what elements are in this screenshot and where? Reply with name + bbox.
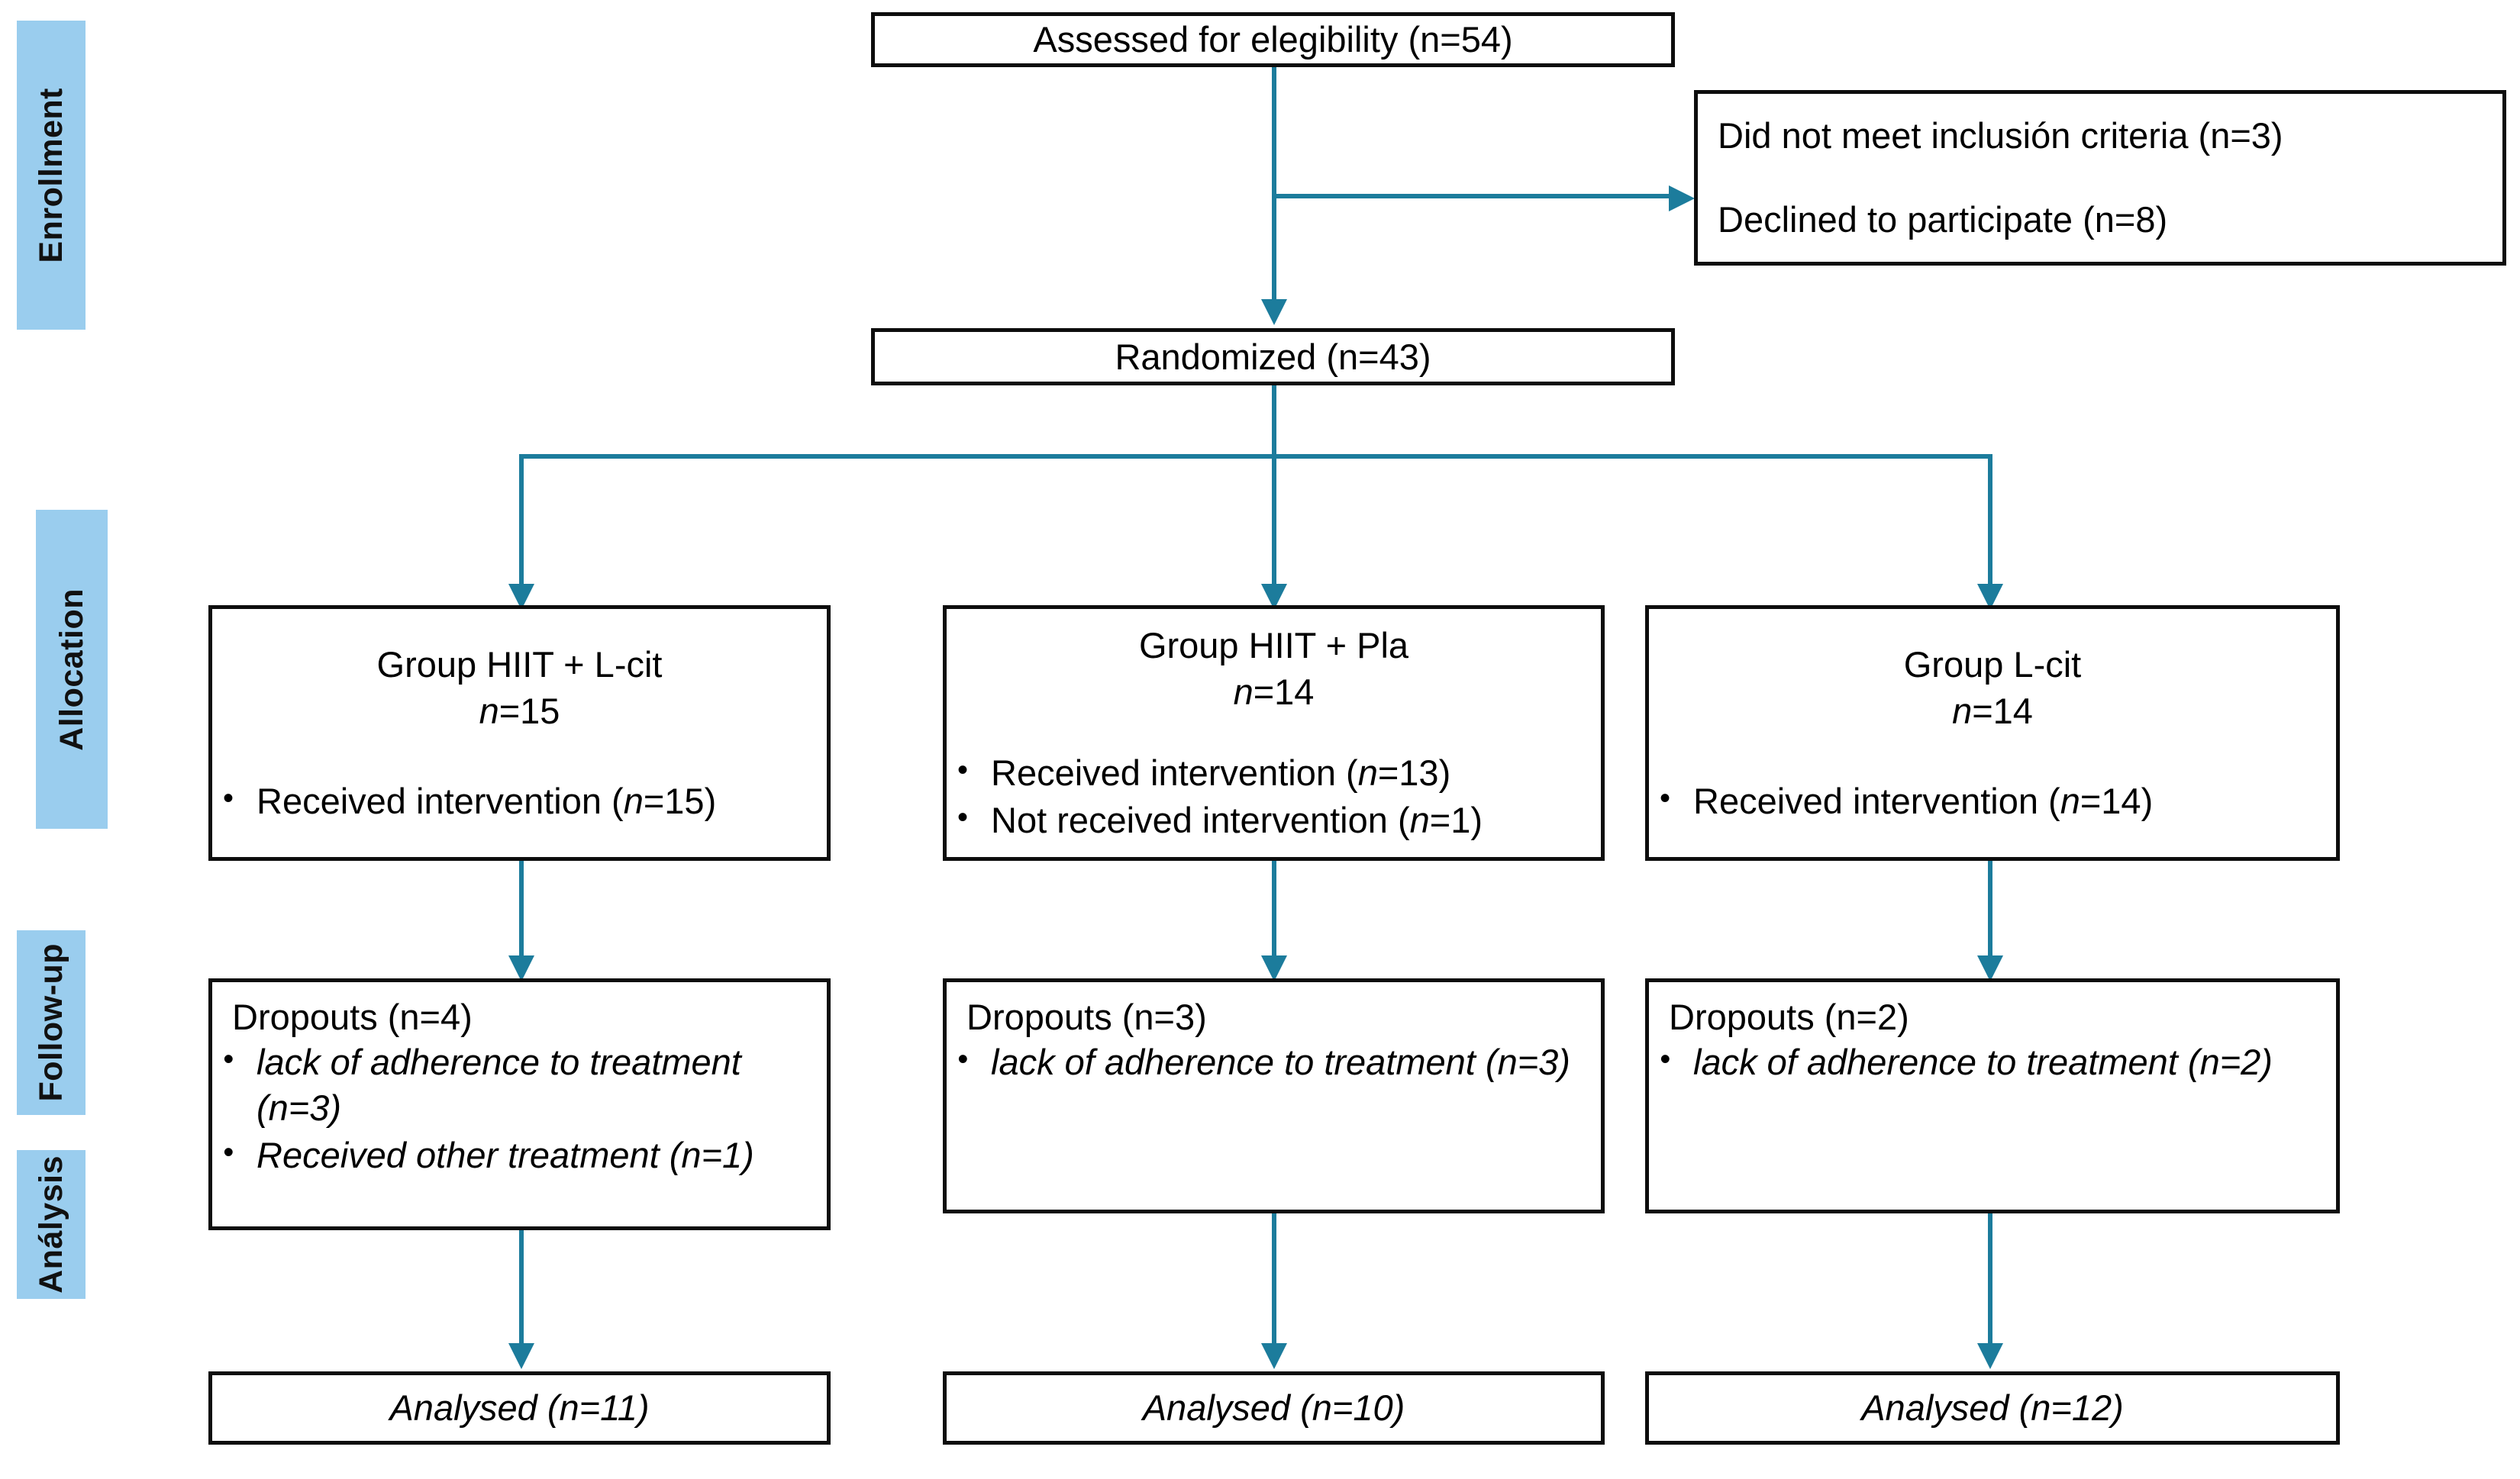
node-analysed-group-3[interactable]: Analysed (n=12) <box>1645 1371 2340 1445</box>
connector-dropouts1-to-analysed1 <box>519 1230 524 1348</box>
node-excluded[interactable]: Did not meet inclusión criteria (n=3) De… <box>1694 90 2506 266</box>
stage-band-enrollment: Enrollment <box>17 21 86 330</box>
connector-bus-to-group1 <box>519 454 524 591</box>
connector-randomized-down <box>1272 385 1276 614</box>
group-2-title: Group HIIT + Pla <box>1138 624 1409 665</box>
stage-band-allocation: Allocation <box>36 510 108 829</box>
connector-bus-to-group3 <box>1988 454 1992 591</box>
dropouts-3-bullet-1: lack of adherence to treatment (n=2) <box>1649 1038 2336 1085</box>
group-2-bullet-2: Not received intervention (n=1) <box>947 796 1601 843</box>
node-allocation-group-1[interactable]: Group HIIT + L-cit n=15 Received interve… <box>208 605 831 861</box>
assessed-text: Assessed for elegibility (n=54) <box>1033 19 1513 60</box>
connector-dropouts3-to-analysed3 <box>1988 1213 1992 1348</box>
connector-allocation-bus <box>519 454 1992 459</box>
dropouts-1-bullet-1: lack of adherence to treatment (n=3) <box>212 1038 827 1130</box>
stage-label-enrollment: Enrollment <box>32 87 69 263</box>
group-1-n: n=15 <box>479 690 560 731</box>
node-dropouts-group-3[interactable]: Dropouts (n=2) lack of adherence to trea… <box>1645 978 2340 1213</box>
analysed-3-text: Analysed (n=12) <box>1861 1387 2124 1429</box>
node-analysed-group-1[interactable]: Analysed (n=11) <box>208 1371 831 1445</box>
group-2-bullet-1: Received intervention (n=13) <box>947 749 1601 796</box>
node-assessed-for-eligibility[interactable]: Assessed for elegibility (n=54) <box>871 12 1675 67</box>
group-3-bullet-1: Received intervention (n=14) <box>1649 777 2336 824</box>
arrowhead-dropouts3 <box>1977 955 2003 981</box>
group-1-bullet-1: Received intervention (n=15) <box>212 777 827 824</box>
excluded-line-1: Did not meet inclusión criteria (n=3) <box>1718 115 2283 156</box>
node-allocation-group-2[interactable]: Group HIIT + Pla n=14 Received intervent… <box>943 605 1605 861</box>
group-3-title: Group L-cit <box>1903 643 2082 685</box>
group-3-n: n=14 <box>1952 690 2033 731</box>
connector-assessed-to-randomized <box>1272 60 1276 304</box>
stage-label-followup: Follow-up <box>32 943 69 1102</box>
connector-assessed-to-excluded <box>1272 194 1673 198</box>
analysed-2-text: Analysed (n=10) <box>1142 1387 1405 1429</box>
group-1-bullets: Received intervention (n=15) <box>212 777 827 826</box>
arrowhead-analysed3 <box>1977 1343 2003 1369</box>
connector-group2-to-dropouts2 <box>1272 861 1276 960</box>
node-analysed-group-2[interactable]: Analysed (n=10) <box>943 1371 1605 1445</box>
randomized-text: Randomized (n=43) <box>1115 336 1431 377</box>
connector-group1-to-dropouts1 <box>519 861 524 960</box>
node-dropouts-group-2[interactable]: Dropouts (n=3) lack of adherence to trea… <box>943 978 1605 1213</box>
dropouts-2-bullets: lack of adherence to treatment (n=3) <box>947 1038 1601 1087</box>
dropouts-2-header: Dropouts (n=3) <box>966 997 1207 1037</box>
group-2-bullets: Received intervention (n=13) Not receive… <box>947 749 1601 844</box>
group-1-title: Group HIIT + L-cit <box>376 643 663 685</box>
dropouts-3-header: Dropouts (n=2) <box>1669 997 1909 1037</box>
stage-label-allocation: Allocation <box>53 588 90 751</box>
dropouts-1-header: Dropouts (n=4) <box>232 997 473 1037</box>
stage-band-analysis: Análysis <box>17 1150 86 1299</box>
stage-label-analysis: Análysis <box>32 1155 69 1294</box>
arrowhead-excluded <box>1669 185 1695 211</box>
group-3-bullets: Received intervention (n=14) <box>1649 777 2336 826</box>
arrowhead-dropouts2 <box>1261 955 1287 981</box>
connector-group3-to-dropouts3 <box>1988 861 1992 960</box>
group-2-n: n=14 <box>1233 671 1315 712</box>
dropouts-1-bullets: lack of adherence to treatment (n=3) Rec… <box>212 1038 827 1179</box>
arrowhead-randomized <box>1261 299 1287 325</box>
excluded-line-2: Declined to participate (n=8) <box>1718 199 2168 240</box>
stage-band-followup: Follow-up <box>17 930 86 1115</box>
arrowhead-analysed1 <box>508 1343 534 1369</box>
arrowhead-dropouts1 <box>508 955 534 981</box>
node-allocation-group-3[interactable]: Group L-cit n=14 Received intervention (… <box>1645 605 2340 861</box>
connector-dropouts2-to-analysed2 <box>1272 1213 1276 1348</box>
analysed-1-text: Analysed (n=11) <box>389 1387 650 1429</box>
dropouts-2-bullet-1: lack of adherence to treatment (n=3) <box>947 1038 1601 1085</box>
dropouts-3-bullets: lack of adherence to treatment (n=2) <box>1649 1038 2336 1087</box>
node-randomized[interactable]: Randomized (n=43) <box>871 328 1675 385</box>
arrowhead-analysed2 <box>1261 1343 1287 1369</box>
dropouts-1-bullet-2: Received other treatment (n=1) <box>212 1131 827 1178</box>
node-dropouts-group-1[interactable]: Dropouts (n=4) lack of adherence to trea… <box>208 978 831 1230</box>
